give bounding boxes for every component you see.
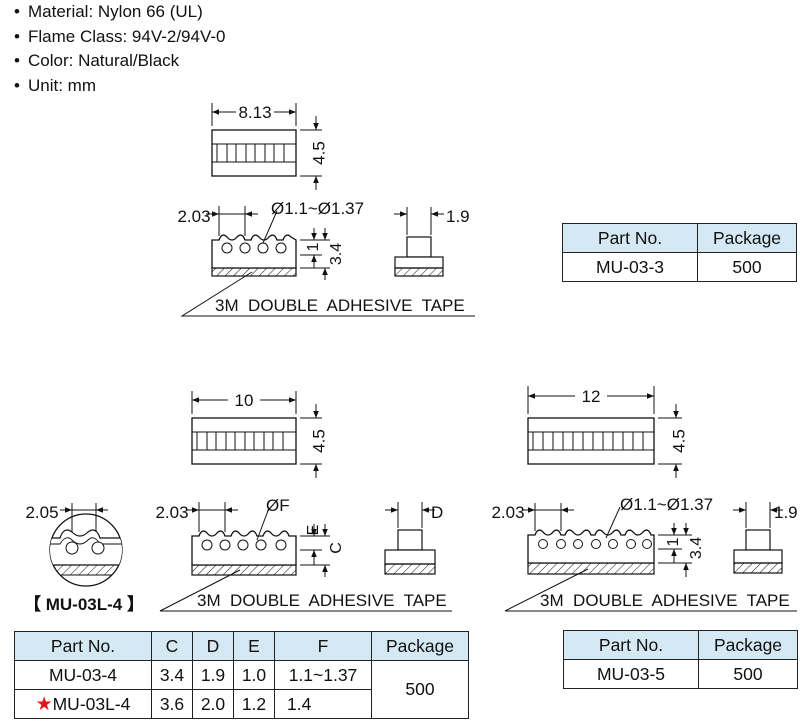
right-plan-slots: [528, 431, 654, 451]
left-side-tape: [384, 563, 436, 575]
right-view-mu-03-5: 12 4.5 2.03 Ø1.1~Ø1.37 1 3.4: [491, 386, 798, 612]
header-package: Package: [697, 223, 797, 253]
top-pitch-label: 2.03: [177, 207, 210, 226]
top-clip-profile: [211, 234, 297, 269]
right-height-label: 4.5: [669, 429, 688, 453]
top-tape-leader: [180, 271, 475, 317]
right-tape: [527, 562, 655, 575]
left-view-mu-03-4: 10 4.5 2.03 ØF E C D: [155, 390, 452, 612]
cell-f: 1.1~1.37: [274, 660, 372, 690]
cell-f: 1.4: [274, 689, 372, 719]
left-side-stem: [397, 529, 423, 551]
top-plan-slots: [212, 143, 296, 163]
left-height-label: 4.5: [309, 429, 328, 453]
detail-caption: 【 MU-03L-4 】: [24, 594, 144, 614]
table-header-row: Part No. Package: [562, 223, 797, 253]
spec-color: Color: Natural/Black: [14, 49, 225, 74]
top-hole-leader: [262, 210, 278, 244]
table-header-row: Part No. C D E F Package: [14, 631, 469, 661]
cell-d: 1.9: [192, 660, 234, 690]
header-d: D: [192, 631, 234, 661]
detail-pitch-label: 2.05: [25, 503, 58, 522]
top-plan-body: [211, 129, 297, 177]
table-row: ★MU-03L-4 3.6 2.0 1.2 1.4: [14, 689, 469, 719]
header-e: E: [233, 631, 275, 661]
cell-package: 500: [697, 252, 797, 282]
table-header-row: Part No. Package: [563, 630, 798, 660]
left-e-label: E: [305, 525, 322, 536]
right-c-label: 3.4: [688, 537, 705, 559]
cell-package: 500: [371, 660, 469, 719]
left-pitch-label: 2.03: [155, 503, 188, 522]
top-height-label: 4.5: [309, 141, 328, 165]
spec-list: Material: Nylon 66 (UL) Flame Class: 94V…: [14, 0, 225, 98]
detail-mu-03l-4: 2.05 【 MU-03L-4 】: [24, 503, 144, 614]
left-hole-leader: [256, 507, 270, 541]
dimension-table-mu-03-4: Part No. C D E F Package MU-03-4 3.4 1.9…: [14, 631, 469, 719]
top-width-label: 8.13: [238, 103, 271, 122]
header-f: F: [274, 631, 372, 661]
right-clip-profile: [527, 529, 655, 564]
header-part-no: Part No.: [563, 630, 699, 660]
header-part-no: Part No.: [562, 223, 698, 253]
table-row: MU-03-5 500: [563, 659, 798, 689]
cell-c: 3.4: [151, 660, 193, 690]
left-d-label: D: [431, 503, 443, 522]
right-pitch-label: 2.03: [491, 503, 524, 522]
right-side-base: [733, 549, 783, 564]
right-side-tape: [733, 562, 783, 574]
cell-part-no: MU-03-5: [563, 659, 699, 689]
spec-unit: Unit: mm: [14, 74, 225, 99]
right-e-label: 1: [665, 537, 682, 546]
right-hole-label: Ø1.1~Ø1.37: [620, 495, 713, 514]
right-width-label: 12: [582, 387, 601, 406]
right-tape-label: 3M DOUBLE ADHESIVE TAPE: [540, 591, 790, 610]
package-table-mu-03-5: Part No. Package MU-03-5 500: [563, 630, 798, 689]
cell-e: 1.2: [233, 689, 275, 719]
cell-part-no: MU-03-3: [562, 252, 698, 282]
left-tape: [191, 564, 297, 576]
cell-e: 1.0: [233, 660, 275, 690]
header-c: C: [151, 631, 193, 661]
cell-c: 3.6: [151, 689, 193, 719]
right-tape-leader: [504, 568, 797, 612]
top-e-label: 1: [305, 242, 322, 251]
top-hole-label: Ø1.1~Ø1.37: [271, 199, 364, 218]
top-tape-label: 3M DOUBLE ADHESIVE TAPE: [215, 296, 465, 315]
cell-part-no: MU-03-4: [14, 660, 152, 690]
cell-package: 500: [698, 659, 798, 689]
left-plan-body: [191, 417, 297, 465]
left-tape-leader: [159, 569, 452, 612]
spec-material: Material: Nylon 66 (UL): [14, 0, 225, 25]
table-row: MU-03-3 500: [562, 252, 797, 282]
left-side-base: [384, 549, 436, 565]
top-d-label: 1.9: [446, 207, 470, 226]
top-side-base: [394, 256, 444, 269]
top-view-mu-03-3: 8.13 4.5 2.03 Ø1.1~Ø1.37 1 3.4: [177, 102, 475, 317]
top-c-label: 3.4: [328, 243, 345, 265]
header-package: Package: [371, 631, 469, 661]
left-tape-label: 3M DOUBLE ADHESIVE TAPE: [197, 591, 447, 610]
right-plan-body: [527, 417, 655, 465]
cell-part-no: MU-03L-4: [52, 693, 131, 714]
left-hole-label: ØF: [266, 496, 290, 515]
left-plan-slots: [192, 431, 296, 451]
top-tape: [211, 267, 297, 277]
package-table-mu-03-3: Part No. Package MU-03-3 500: [562, 223, 797, 282]
cell-part-no-starred: ★MU-03L-4: [14, 689, 152, 719]
left-c-label: C: [328, 542, 345, 554]
right-side-stem: [745, 529, 771, 551]
top-side-stem: [406, 236, 432, 258]
right-hole-leader: [605, 506, 621, 539]
star-icon: ★: [35, 693, 53, 715]
table-row: MU-03-4 3.4 1.9 1.0 1.1~1.37 500: [14, 660, 469, 719]
spec-flame-class: Flame Class: 94V-2/94V-0: [14, 25, 225, 50]
top-side-tape: [394, 267, 444, 277]
left-width-label: 10: [235, 391, 254, 410]
header-package: Package: [698, 630, 798, 660]
right-d-label: 1.9: [774, 503, 798, 522]
cell-d: 2.0: [192, 689, 234, 719]
header-part-no: Part No.: [14, 631, 152, 661]
